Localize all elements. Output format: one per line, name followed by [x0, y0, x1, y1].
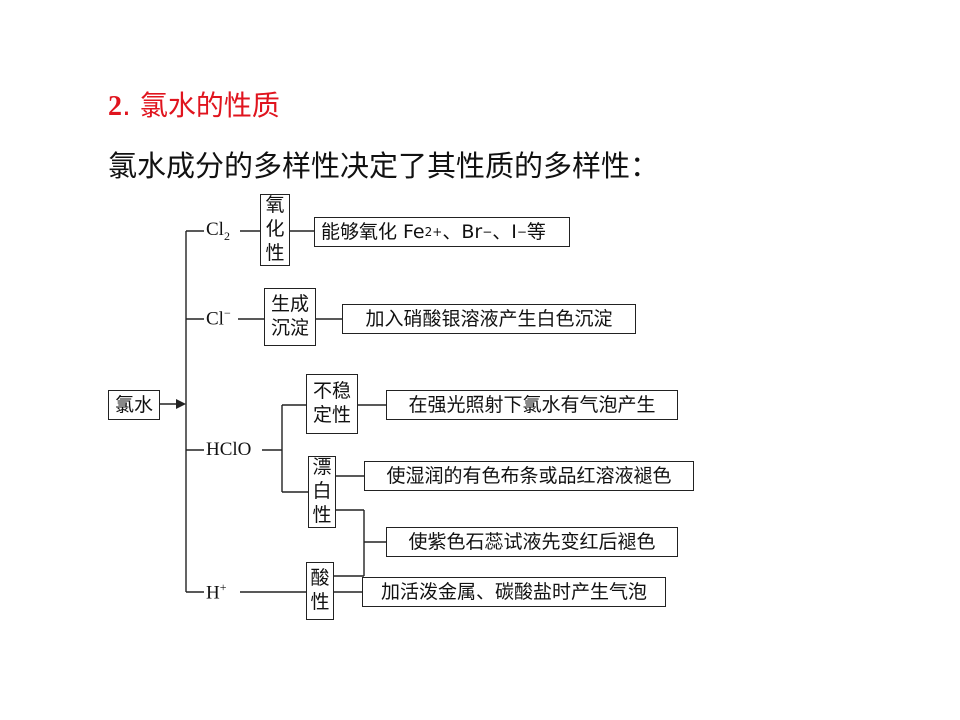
effect-unstable: 在强光照射下氯水有气泡产生 [386, 390, 678, 420]
species-clminus: Cl− [204, 306, 233, 331]
effect-litmus: 使紫色石蕊试液先变红后褪色 [386, 527, 678, 557]
unstable-l2: 定性 [312, 404, 351, 426]
oxidizing-effect-i: 、I [492, 220, 517, 243]
hclo-main: HClO [206, 439, 252, 460]
oxidizing-effect-post: 等 [526, 220, 546, 243]
root-label: 氯水 [114, 393, 153, 416]
property-unstable: 不稳 定性 [306, 374, 358, 434]
unstable-effect-text: 在强光照射下氯水有气泡产生 [408, 393, 656, 416]
litmus-effect-text: 使紫色石蕊试液先变红后褪色 [408, 530, 656, 553]
property-bleaching: 漂 白 性 [308, 456, 336, 528]
precipitate-l1: 生成 [270, 293, 309, 316]
oxidizing-c2: 化 [265, 218, 285, 241]
acidity-c1: 酸 [310, 567, 330, 590]
hplus-main: H [206, 582, 220, 604]
clminus-sup: − [223, 306, 231, 320]
bleaching-effect-text: 使湿润的有色布条或品红溶液褪色 [386, 464, 672, 487]
br-charge: − [482, 224, 493, 239]
cl2-main: Cl [206, 219, 224, 240]
heading-number: 2 [108, 91, 122, 122]
acidity-c2: 性 [310, 591, 330, 613]
i-charge: − [516, 224, 527, 239]
cl2-sub: 2 [223, 228, 230, 243]
heading-separator: . [122, 89, 131, 122]
hplus-sup: + [219, 580, 227, 594]
property-acidity: 酸 性 [306, 562, 334, 620]
oxidizing-c1: 氧 [265, 194, 285, 217]
root-box: 氯水 [108, 390, 160, 420]
clminus-main: Cl [206, 308, 224, 330]
heading-text: 氯水的性质 [139, 89, 280, 122]
effect-acidity: 加活泼金属、碳酸盐时产生气泡 [362, 577, 666, 607]
precipitate-effect-text: 加入硝酸银溶液产生白色沉淀 [365, 307, 613, 330]
effect-precipitate: 加入硝酸银溶液产生白色沉淀 [342, 304, 636, 334]
bleaching-c2: 白 [312, 480, 332, 503]
precipitate-l2: 沉淀 [270, 317, 309, 339]
oxidizing-effect-pre: 能够氧化 Fe [321, 220, 425, 243]
oxidizing-effect-br: 、Br [442, 220, 483, 243]
root-arrow-head [176, 399, 186, 409]
acidity-effect-text: 加活泼金属、碳酸盐时产生气泡 [380, 580, 647, 603]
bleaching-c1: 漂 [312, 456, 332, 479]
species-hplus: H+ [204, 580, 229, 605]
bleaching-c3: 性 [312, 503, 332, 526]
unstable-l1: 不稳 [312, 380, 351, 403]
effect-bleaching: 使湿润的有色布条或品红溶液褪色 [364, 461, 694, 491]
property-precipitate: 生成 沉淀 [264, 288, 316, 346]
property-oxidizing: 氧 化 性 [260, 194, 290, 266]
section-heading: 2. 氯水的性质 [108, 84, 280, 124]
species-cl2: Cl2 [204, 219, 232, 244]
subtitle: 氯水成分的多样性决定了其性质的多样性： [108, 149, 660, 183]
oxidizing-c3: 性 [265, 241, 285, 264]
fe-charge: 2+ [424, 224, 443, 239]
species-hclo: HClO [204, 439, 254, 461]
